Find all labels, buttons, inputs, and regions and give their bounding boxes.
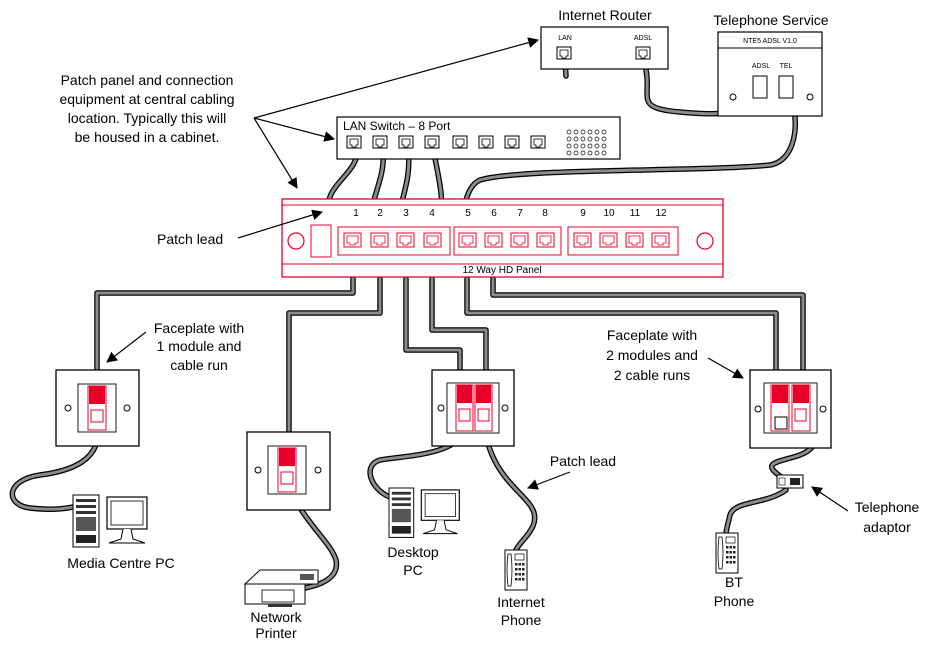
bt-phone-label-2: Phone bbox=[714, 593, 755, 609]
panel-port-6[interactable] bbox=[484, 232, 503, 248]
faceplate-one-annotation: Faceplate with 1 module and cable run bbox=[106, 320, 244, 373]
faceplate-middle-socket-1[interactable] bbox=[458, 408, 471, 422]
patch-lead-left-label: Patch lead bbox=[157, 231, 223, 247]
patch-panel: 12 Way HD Panel 1 2 3 4 5 6 7 8 9 10 11 … bbox=[281, 198, 724, 278]
internet-phone: Internet Phone bbox=[497, 549, 545, 628]
faceplate-double-right bbox=[749, 369, 832, 449]
nte5-tel-label: TEL bbox=[780, 63, 793, 70]
panel-port-7[interactable] bbox=[510, 232, 529, 248]
patch-lead-annotation-left: Patch lead bbox=[157, 209, 324, 247]
panel-port-number: 10 bbox=[603, 208, 615, 219]
router-lan-port[interactable] bbox=[556, 46, 572, 60]
panel-port-12[interactable] bbox=[651, 232, 670, 248]
faceplate-middle-socket-2[interactable] bbox=[477, 408, 490, 422]
network-printer: Network Printer bbox=[243, 569, 319, 641]
panel-port-10[interactable] bbox=[599, 232, 618, 248]
central-note-line-4: be housed in a cabinet. bbox=[75, 129, 220, 145]
nte5-adsl-port[interactable] bbox=[752, 75, 768, 99]
network-printer-label-2: Printer bbox=[255, 625, 297, 641]
faceplate-left-socket[interactable] bbox=[90, 409, 104, 423]
panel-port-4[interactable] bbox=[423, 232, 442, 248]
switch-port-2[interactable] bbox=[372, 135, 388, 149]
bt-phone-label-1: BT bbox=[725, 574, 743, 590]
router-lan-label: LAN bbox=[558, 35, 572, 42]
router-adsl-port[interactable] bbox=[635, 46, 651, 60]
patch-lead-annotation-mid: Patch lead bbox=[526, 453, 616, 490]
patch-lead-mid-label: Patch lead bbox=[550, 453, 616, 469]
faceplate-one-line-3: cable run bbox=[170, 357, 228, 373]
switch-port-6[interactable] bbox=[478, 135, 494, 149]
media-centre-pc-label: Media Centre PC bbox=[67, 555, 174, 571]
telephone-service: Telephone Service NTE5 ADSL V1.0 ADSL TE… bbox=[713, 12, 829, 117]
faceplate-double-middle bbox=[431, 369, 515, 447]
faceplate-two-annotation: Faceplate with 2 modules and 2 cable run… bbox=[606, 327, 744, 383]
faceplate-single-left bbox=[55, 369, 140, 447]
panel-port-number: 1 bbox=[353, 208, 359, 219]
panel-title: 12 Way HD Panel bbox=[462, 265, 541, 276]
telephone-adaptor-line-1: Telephone bbox=[855, 499, 920, 515]
panel-port-3[interactable] bbox=[396, 232, 415, 248]
panel-port-number: 9 bbox=[580, 208, 586, 219]
central-note-line-3: location. Typically this will bbox=[68, 110, 226, 126]
switch-title: LAN Switch – 8 Port bbox=[343, 119, 451, 133]
faceplate-one-line-2: 1 module and bbox=[157, 338, 242, 354]
desktop-pc-label-1: Desktop bbox=[387, 544, 439, 560]
panel-port-number: 4 bbox=[429, 208, 435, 219]
faceplate-printer-socket[interactable] bbox=[280, 471, 294, 485]
switch-port-3[interactable] bbox=[398, 135, 414, 149]
panel-port-number: 11 bbox=[630, 208, 641, 219]
panel-port-11[interactable] bbox=[625, 232, 644, 248]
faceplate-two-line-3: 2 cable runs bbox=[614, 367, 690, 383]
switch-port-1[interactable] bbox=[346, 135, 362, 149]
switch-vent-holes bbox=[566, 129, 607, 156]
panel-port-number: 8 bbox=[542, 208, 548, 219]
panel-port-2[interactable] bbox=[370, 232, 389, 248]
router-adsl-label: ADSL bbox=[634, 35, 652, 42]
telephone-service-title: Telephone Service bbox=[713, 12, 828, 28]
panel-port-number: 3 bbox=[403, 208, 409, 219]
panel-port-numbers: 1 2 3 4 5 6 7 8 9 10 11 12 bbox=[353, 208, 667, 219]
internet-phone-label-2: Phone bbox=[501, 612, 542, 628]
desktop-pc-label-2: PC bbox=[403, 562, 422, 578]
faceplate-two-line-1: Faceplate with bbox=[607, 327, 697, 343]
faceplate-one-line-1: Faceplate with bbox=[154, 320, 244, 336]
lan-switch: LAN Switch – 8 Port bbox=[336, 116, 621, 160]
panel-port-9[interactable] bbox=[573, 232, 592, 248]
panel-port-8[interactable] bbox=[536, 232, 555, 248]
telephone-adaptor bbox=[776, 474, 804, 489]
network-printer-label-1: Network bbox=[250, 609, 302, 625]
nte5-adsl-label: ADSL bbox=[752, 63, 770, 70]
nte5-model-label: NTE5 ADSL V1.0 bbox=[743, 38, 797, 45]
panel-port-number: 5 bbox=[465, 208, 471, 219]
switch-port-8[interactable] bbox=[530, 135, 546, 149]
bt-phone: BT Phone bbox=[714, 532, 755, 609]
panel-port-5[interactable] bbox=[458, 232, 477, 248]
faceplate-right-socket-1[interactable] bbox=[774, 416, 788, 430]
central-location-annotation: Patch panel and connection equipment at … bbox=[59, 37, 540, 189]
panel-port-number: 6 bbox=[491, 208, 497, 219]
telephone-adaptor-line-2: adaptor bbox=[863, 519, 911, 535]
panel-port-number: 7 bbox=[517, 208, 523, 219]
internet-phone-label-1: Internet bbox=[497, 594, 545, 610]
central-note-line-1: Patch panel and connection bbox=[61, 72, 234, 88]
router-title: Internet Router bbox=[558, 7, 652, 23]
switch-port-5[interactable] bbox=[452, 135, 468, 149]
switch-port-7[interactable] bbox=[504, 135, 520, 149]
central-note-line-2: equipment at central cabling bbox=[59, 91, 234, 107]
switch-port-4[interactable] bbox=[424, 135, 440, 149]
faceplate-two-line-2: 2 modules and bbox=[606, 347, 698, 363]
panel-port-number: 2 bbox=[377, 208, 383, 219]
panel-port-1[interactable] bbox=[343, 232, 362, 248]
panel-port-number: 12 bbox=[655, 208, 667, 219]
media-centre-pc: Media Centre PC bbox=[67, 494, 175, 571]
faceplate-single-printer bbox=[246, 431, 331, 511]
telephone-adaptor-annotation: Telephone adaptor bbox=[811, 486, 920, 535]
nte5-tel-port[interactable] bbox=[778, 75, 794, 99]
desktop-pc: Desktop PC bbox=[387, 487, 460, 578]
faceplate-right-socket-2[interactable] bbox=[794, 408, 807, 422]
internet-router: Internet Router LAN ADSL bbox=[540, 7, 669, 70]
